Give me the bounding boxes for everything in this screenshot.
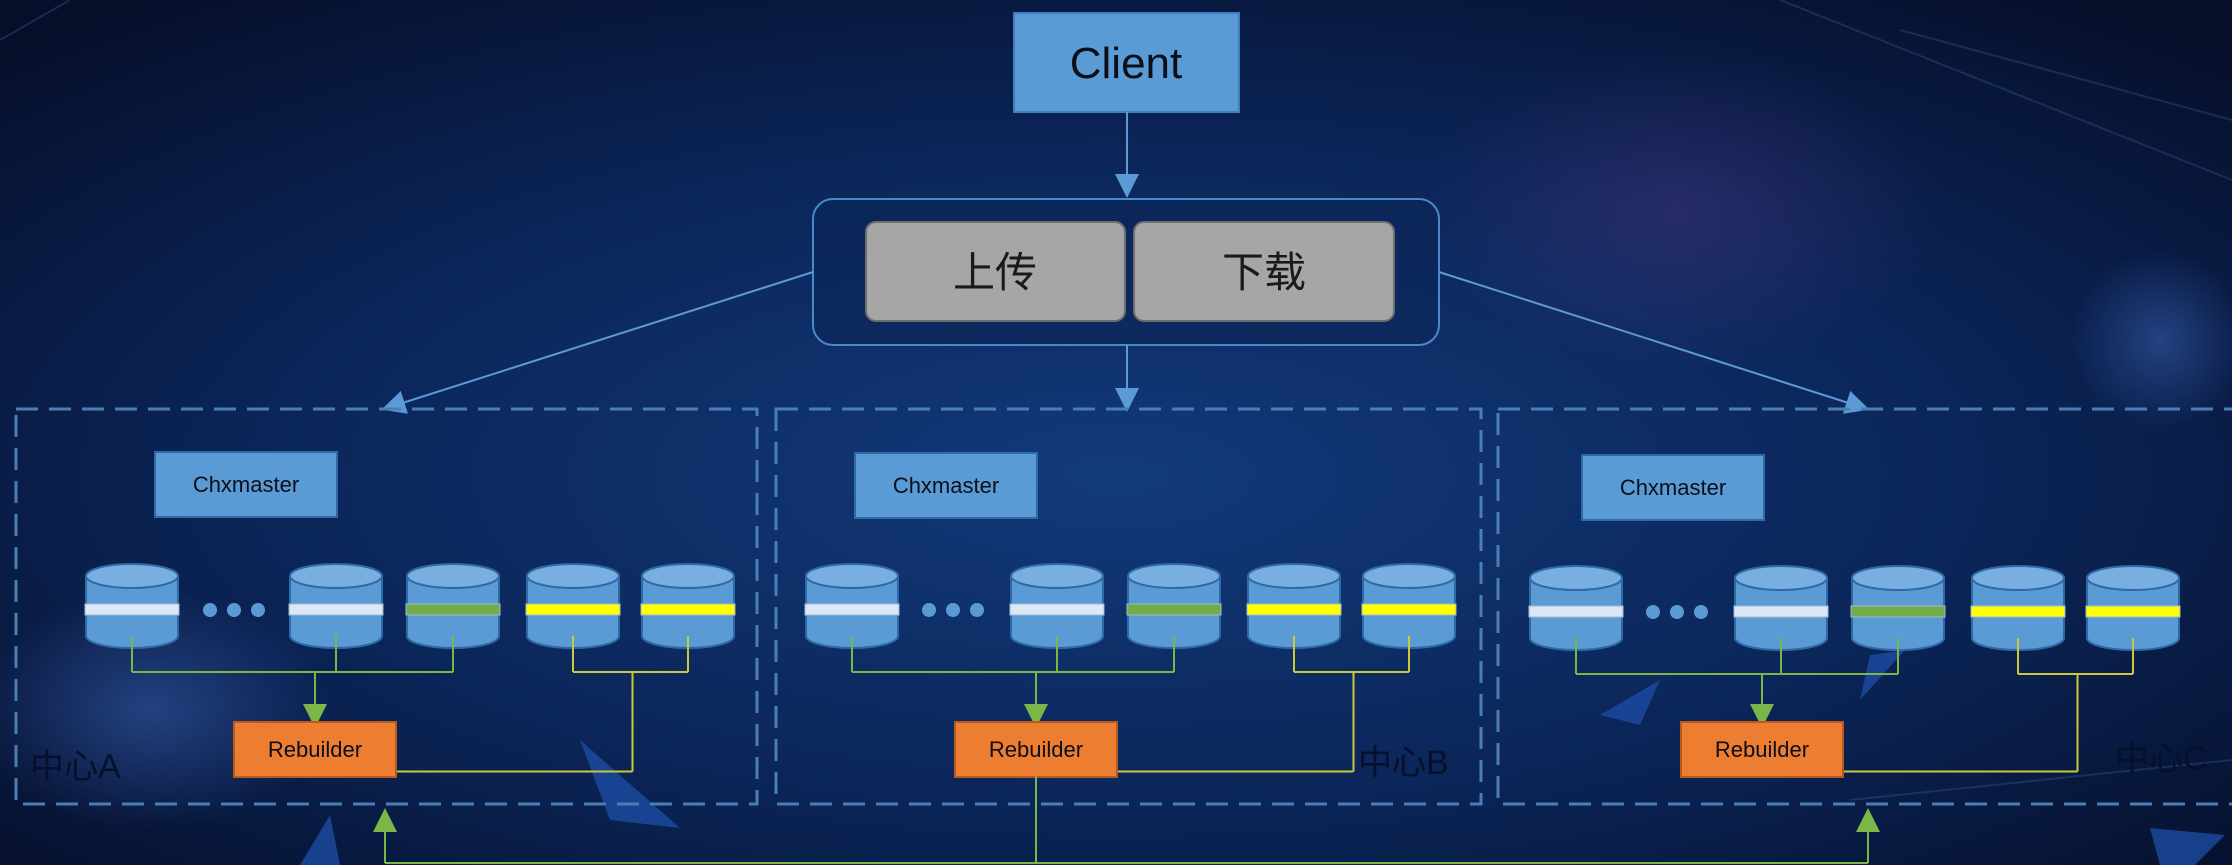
center-name: 中心A	[30, 748, 121, 786]
chxmaster-box[interactable]	[154, 451, 338, 518]
upload-button[interactable]	[865, 221, 1126, 322]
disk-stripe	[405, 603, 501, 616]
storage-disk[interactable]	[1361, 563, 1457, 649]
disk-stripe	[1009, 603, 1105, 616]
disk-stripe	[84, 603, 180, 616]
chxmaster-box[interactable]	[1581, 454, 1765, 521]
storage-disk[interactable]	[1126, 563, 1222, 649]
disk-stripe	[288, 603, 384, 616]
chxmaster-label: Chxmaster	[893, 473, 999, 498]
green-connectors	[131, 636, 454, 728]
storage-disk[interactable]	[1528, 565, 1624, 651]
download-button[interactable]	[1133, 221, 1395, 322]
three-dots-icon	[1646, 605, 1708, 619]
storage-disk[interactable]	[804, 563, 900, 649]
disk-stripe	[804, 603, 900, 616]
disk-stripe	[1246, 603, 1342, 616]
download-label: 下载	[1222, 249, 1306, 296]
cross-center-link	[373, 776, 1880, 864]
ops-to-center-c-arrow	[1438, 271, 1870, 414]
rebuilder-box[interactable]	[233, 721, 397, 778]
disk-stripe	[525, 603, 621, 616]
client-box[interactable]	[1013, 12, 1240, 113]
background-shards	[300, 650, 2225, 865]
storage-disk[interactable]	[405, 563, 501, 649]
green-connectors	[1575, 638, 1899, 728]
rebuilder-box[interactable]	[1680, 721, 1844, 778]
center-b-container	[774, 407, 1483, 806]
chxmaster-box[interactable]	[854, 452, 1038, 519]
center-c-container	[1496, 407, 2232, 806]
disk-stripe	[1970, 605, 2066, 618]
disk-stripe	[2085, 605, 2181, 618]
rebuilder-label: Rebuilder	[989, 737, 1083, 762]
three-dots-icon	[922, 603, 984, 617]
three-dots-icon	[203, 603, 265, 617]
storage-disk[interactable]	[84, 563, 180, 649]
center-name: 中心C	[2115, 740, 2208, 778]
yellow-connectors	[1843, 638, 2134, 773]
client-label: Client	[1070, 39, 1183, 88]
background-glow	[1420, 50, 1940, 370]
storage-disk[interactable]	[525, 563, 621, 649]
yellow-connectors	[396, 636, 689, 773]
yellow-connectors	[1117, 636, 1410, 773]
center-a-container	[14, 407, 759, 806]
disk-stripe	[1850, 605, 1946, 618]
rebuilder-label: Rebuilder	[1715, 737, 1809, 762]
disk-stripe	[1126, 603, 1222, 616]
ops-to-center-a-arrow	[381, 271, 814, 414]
storage-disk[interactable]	[2085, 565, 2181, 651]
storage-disk[interactable]	[1246, 563, 1342, 649]
disk-stripe	[640, 603, 736, 616]
storage-disk[interactable]	[1850, 565, 1946, 651]
background-glow	[2070, 250, 2232, 430]
storage-disk[interactable]	[1970, 565, 2066, 651]
storage-disk[interactable]	[288, 563, 384, 649]
rebuilder-label: Rebuilder	[268, 737, 362, 762]
storage-disk[interactable]	[640, 563, 736, 649]
storage-disk[interactable]	[1733, 565, 1829, 651]
chxmaster-label: Chxmaster	[1620, 475, 1726, 500]
storage-disk[interactable]	[1009, 563, 1105, 649]
disk-stripe	[1733, 605, 1829, 618]
chxmaster-label: Chxmaster	[193, 472, 299, 497]
center-name: 中心B	[1358, 744, 1449, 782]
disk-stripe	[1361, 603, 1457, 616]
background-streaks	[0, 0, 2232, 801]
upload-label: 上传	[953, 249, 1037, 296]
green-connectors	[851, 636, 1175, 728]
disk-stripe	[1528, 605, 1624, 618]
